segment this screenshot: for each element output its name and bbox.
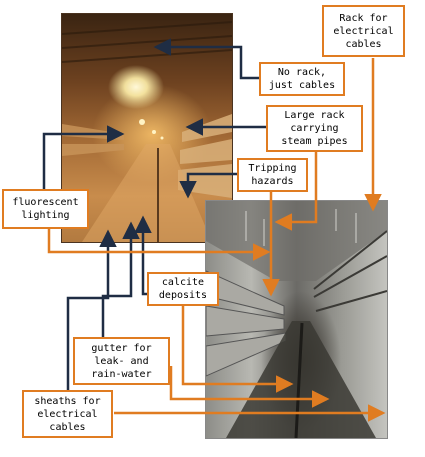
label-sheaths: sheaths for electrical cables <box>22 390 113 438</box>
label-rack-electrical: Rack for electrical cables <box>322 5 405 57</box>
label-fluorescent: fluorescent lighting <box>2 189 89 229</box>
leader-gutter-orange <box>169 366 330 408</box>
leader-tripping <box>179 172 238 199</box>
leader-calcite-orange <box>181 306 294 393</box>
label-tripping: Tripping hazards <box>237 158 308 192</box>
label-no-rack: No rack, just cables <box>259 62 345 96</box>
label-large-rack: Large rack carrying steam pipes <box>266 105 363 152</box>
leader-calcite <box>134 215 152 296</box>
label-gutter: gutter for leak- and rain-water <box>73 337 170 385</box>
leader-no-rack <box>153 38 260 80</box>
leader-sheaths <box>66 229 117 390</box>
leader-gutter <box>101 221 140 338</box>
leader-large-rack-orange <box>274 152 318 231</box>
label-calcite: calcite deposits <box>147 272 219 306</box>
